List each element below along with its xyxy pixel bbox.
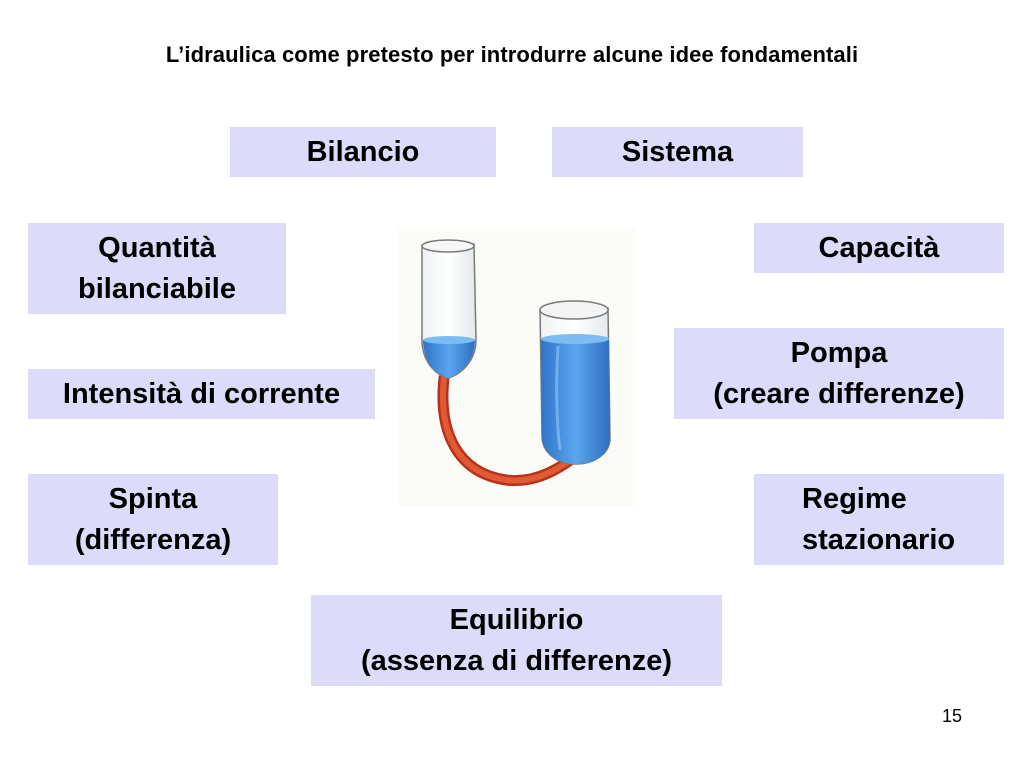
concept-intensita-di-corrente: Intensità di corrente: [28, 369, 375, 419]
concept-bilancio: Bilancio: [230, 127, 496, 177]
right-vessel: [539, 300, 611, 465]
page-number: 15: [941, 706, 962, 726]
concept-capacita: Capacità: [754, 223, 1004, 273]
slide-title: L’idraulica come pretesto per introdurre…: [165, 42, 859, 67]
left-vessel: [421, 239, 477, 379]
concept-sistema: Sistema: [552, 127, 803, 177]
left-vessel-water: [423, 340, 475, 378]
concept-pompa: Pompa (creare differenze): [674, 328, 1004, 419]
concept-regime-stazionario: Regime stazionario: [754, 474, 1004, 565]
concept-equilibrio: Equilibrio (assenza di differenze): [311, 595, 722, 686]
concept-spinta: Spinta (differenza): [28, 474, 278, 565]
communicating-vessels-illustration: [398, 228, 636, 506]
right-vessel-water: [541, 338, 610, 464]
concept-quantita-bilanciabile: Quantità bilanciabile: [28, 223, 286, 314]
